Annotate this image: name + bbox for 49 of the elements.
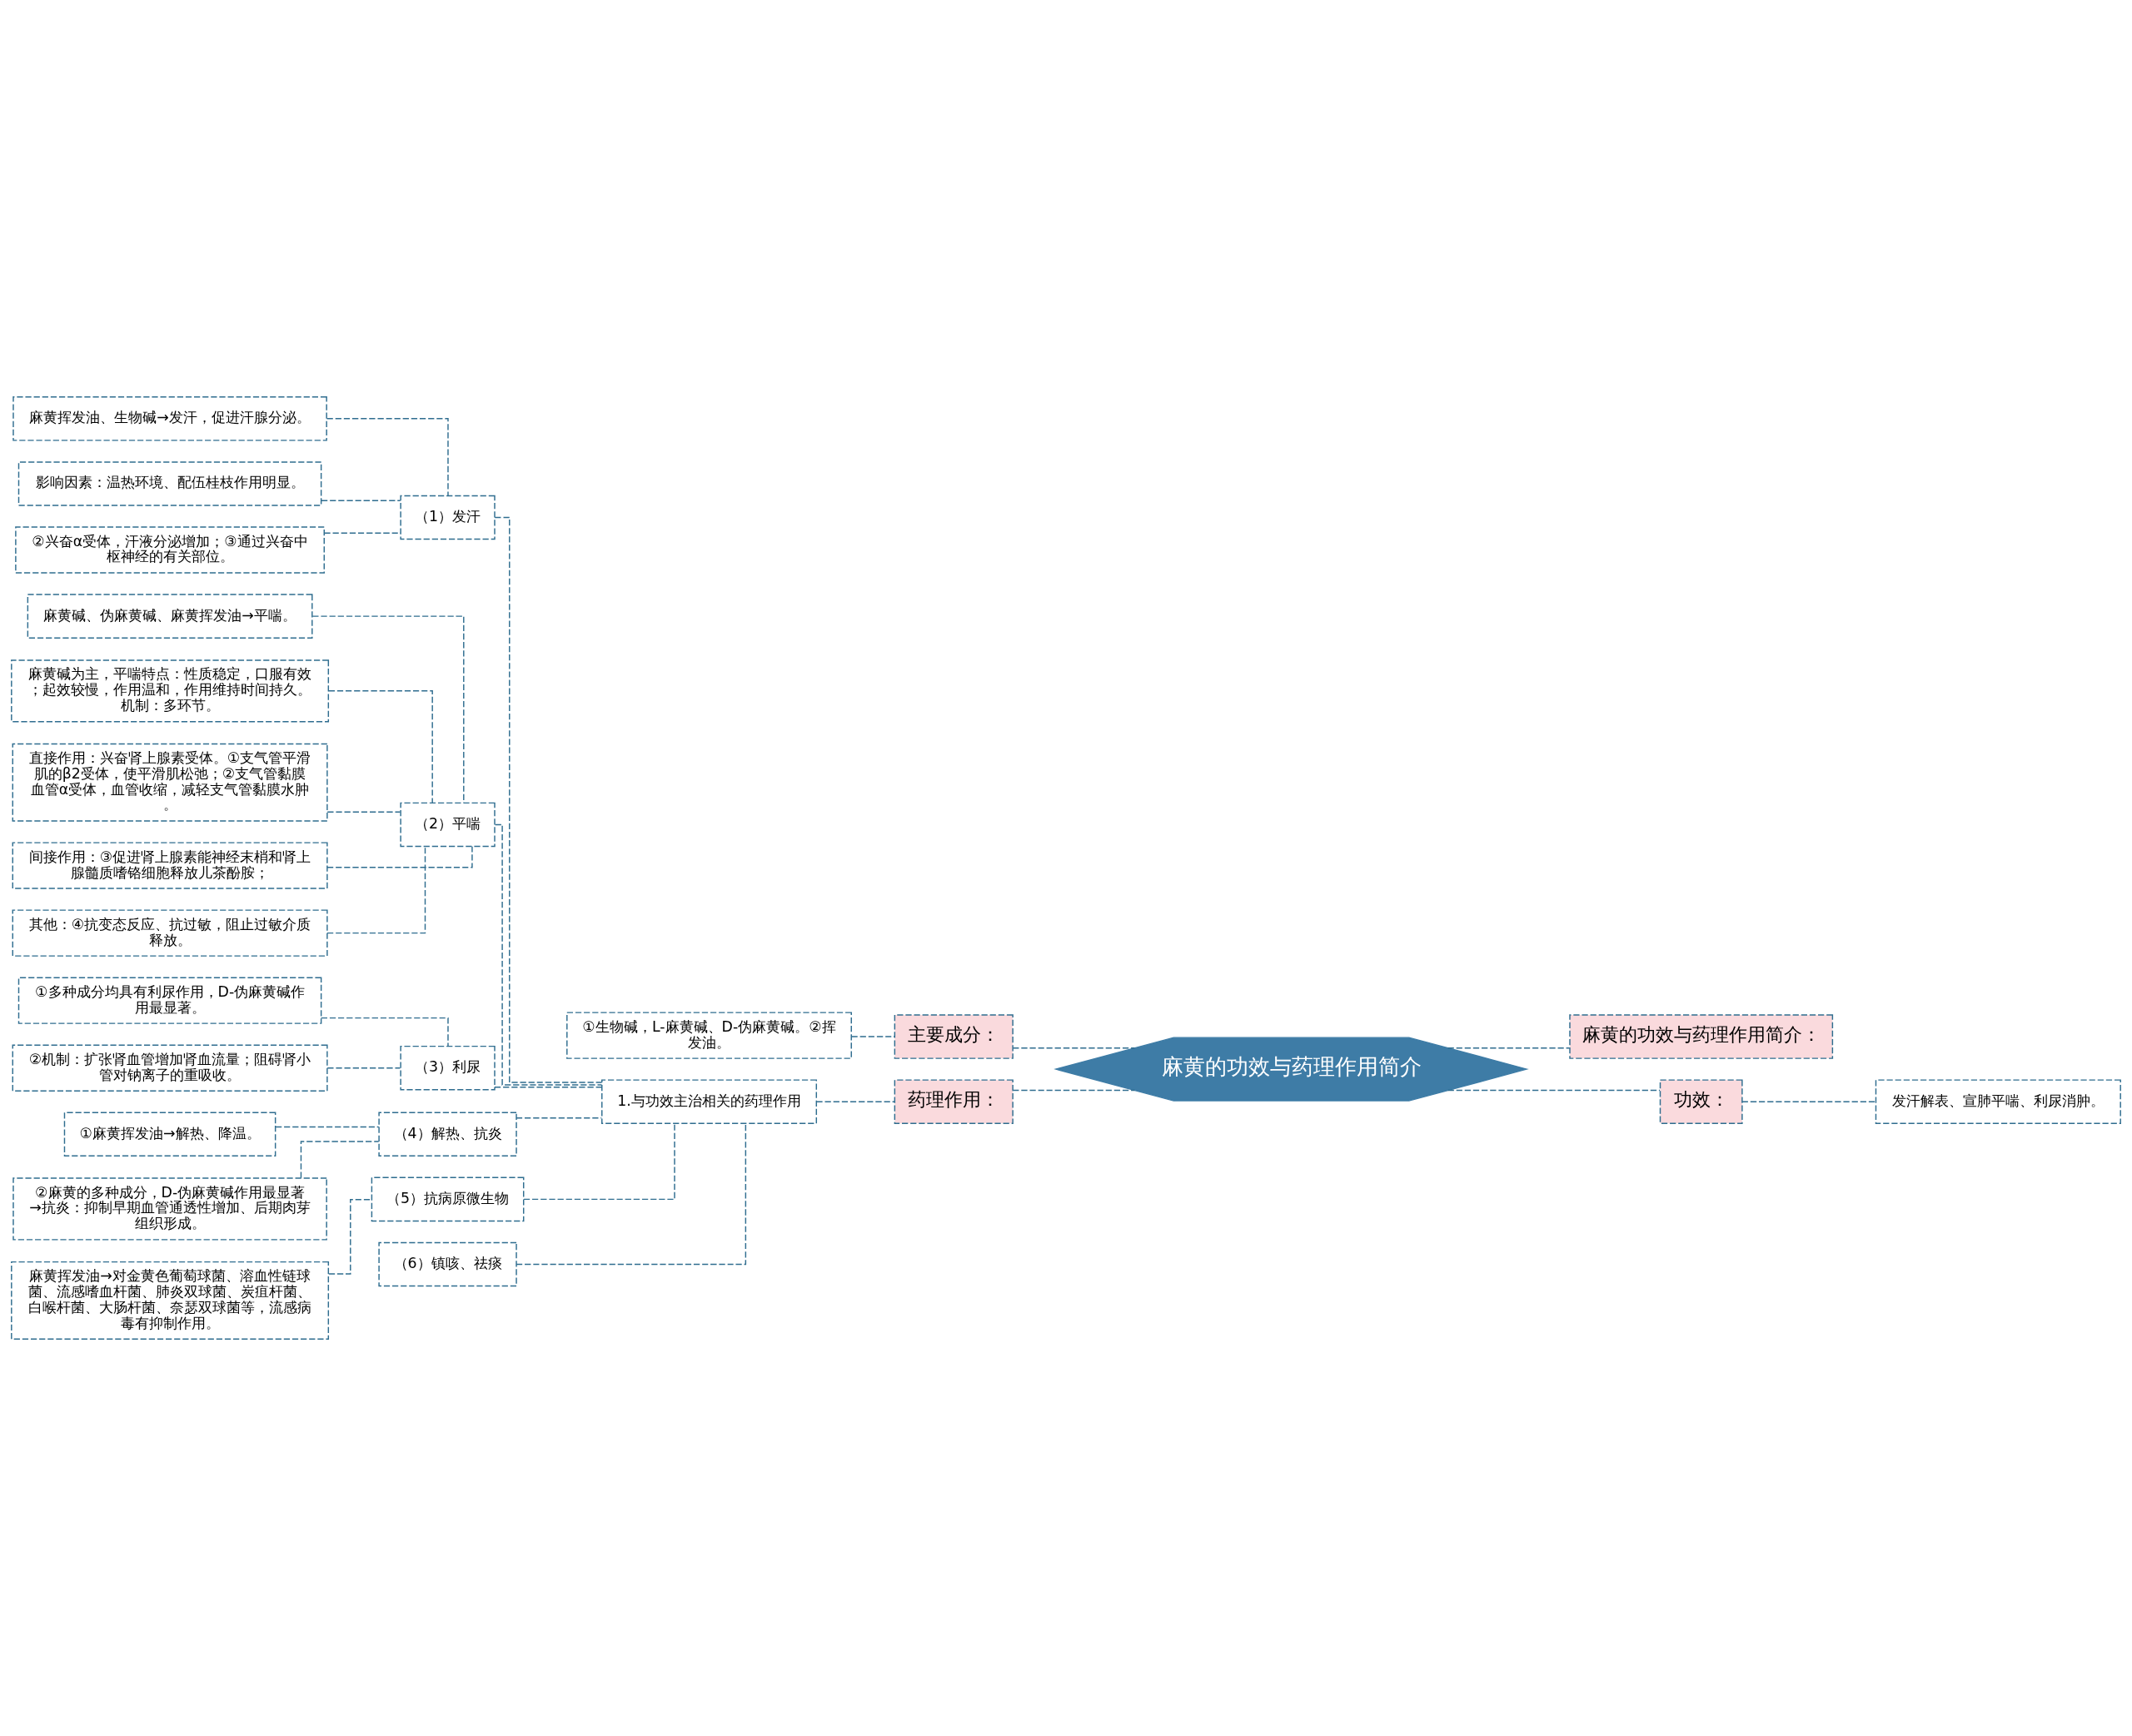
node-box: 麻黄挥发油、生物碱→发汗，促进汗腺分泌。 (12, 396, 327, 441)
node-box: 影响因素：温热环境、配伍桂枝作用明显。 (17, 461, 322, 506)
connector (494, 823, 603, 1086)
node-box: （1）发汗 (400, 495, 496, 540)
connector (516, 1122, 747, 1266)
connector (300, 1141, 380, 1179)
connector (326, 1067, 401, 1069)
node-box: （2）平喘 (400, 802, 496, 848)
node-box: ②机制：扩张肾血管增加肾血流量；阻碍肾小管对钠离子的重吸收。 (12, 1044, 328, 1092)
node-box: 功效： (1659, 1079, 1743, 1124)
node-box: ②兴奋α受体，汗液分泌增加；③通过兴奋中枢神经的有关部位。 (15, 526, 325, 574)
node-box: 麻黄挥发油→对金黄色葡萄球菌、溶血性链球菌、流感嗜血杆菌、肺炎双球菌、炭疽杆菌、白喉杆菌、大肠杆菌、奈瑟双球菌等，流感病毒有抑制作用。 (11, 1261, 330, 1340)
connector (1447, 1047, 1571, 1049)
connector (320, 1017, 449, 1047)
connector (1012, 1089, 1136, 1092)
node-box: （5）抗病原微生物 (371, 1176, 525, 1222)
connector (326, 811, 401, 813)
node-box: 发汗解表、宣肺平喘、利尿消肿。 (1875, 1079, 2121, 1124)
node-box: ①多种成分均具有利尿作用，D-伪麻黄碱作用最显著。 (17, 977, 322, 1024)
connector (1741, 1101, 1877, 1102)
connector (327, 690, 433, 803)
connector (815, 1101, 895, 1102)
connector (516, 1117, 602, 1119)
connector (321, 500, 401, 501)
node-box: 麻黄碱为主，平喘特点：性质稳定，口服有效；起效较慢，作用温和，作用维持时间持久。机制：多环节。 (11, 659, 330, 723)
node-box: 间接作用：③促进肾上腺素能神经末梢和肾上腺髓质嗜铬细胞释放儿茶酚胺； (12, 842, 328, 889)
connector (850, 1036, 895, 1037)
node-box: 其他：④抗变态反应、抗过敏，阻止过敏介质释放。 (12, 909, 328, 957)
connector (311, 615, 465, 803)
node-box: （4）解热、抗炎 (378, 1112, 517, 1157)
connector (523, 1123, 675, 1201)
connector (494, 1087, 603, 1088)
node-box: 直接作用：兴奋肾上腺素受体。①支气管平滑肌的β2受体，使平滑肌松弛；②支气管黏膜血管α受体，血管收缩，减轻支气管黏膜水肿。 (12, 743, 328, 822)
node-box: ①麻黄挥发油→解热、降温。 (63, 1112, 276, 1157)
node-box: ①生物碱，L-麻黄碱、D-伪麻黄碱。②挥发油。 (566, 1012, 852, 1059)
connector (326, 845, 473, 868)
node-box: （3）利尿 (400, 1045, 496, 1091)
node-box: 麻黄的功效与药理作用简介： (1569, 1014, 1834, 1059)
connector (275, 1126, 380, 1128)
node-box: 药理作用： (894, 1079, 1014, 1124)
node-box: 主要成分： (894, 1014, 1014, 1059)
node-box: 麻黄碱、伪麻黄碱、麻黄挥发油→平喘。 (27, 594, 313, 639)
connector (1447, 1089, 1661, 1092)
node-box: ②麻黄的多种成分，D-伪麻黄碱作用最显著→抗炎：抑制早期血管通透性增加、后期肉芽组织形成。 (12, 1177, 327, 1241)
node-box: 1.与功效主治相关的药理作用 (601, 1079, 818, 1124)
connector (326, 418, 449, 496)
node-box: （6）镇咳、祛痰 (378, 1241, 517, 1287)
connector (326, 846, 426, 934)
connector (1012, 1047, 1136, 1049)
